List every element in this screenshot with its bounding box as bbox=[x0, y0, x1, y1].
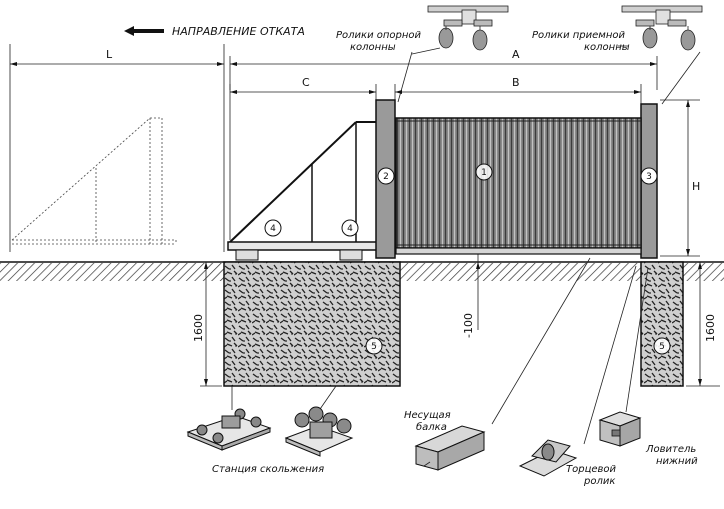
left-foundation bbox=[223, 261, 401, 387]
sliding-station-label: Станция скольжения bbox=[212, 464, 324, 475]
support-rollers-label-1: Ролики опорной bbox=[336, 30, 422, 41]
depth-right-label: 1600 bbox=[704, 314, 717, 342]
support-rollers-label-2: колонны bbox=[350, 42, 396, 53]
bearing-beam-illustration bbox=[414, 425, 486, 471]
svg-text:2: 2 bbox=[383, 172, 389, 182]
dimension-b-label: B bbox=[512, 76, 520, 89]
right-foundation bbox=[640, 261, 684, 387]
beam-leader bbox=[491, 257, 591, 425]
direction-arrow bbox=[124, 26, 164, 36]
gate-counterweight-frame bbox=[227, 121, 395, 251]
marker-3: 3 bbox=[640, 167, 658, 185]
depth-left-label: 1600 bbox=[192, 314, 205, 342]
depth-dimension-left bbox=[200, 261, 222, 387]
bearing-beam-label-2: балка bbox=[416, 421, 447, 433]
sliding-station-plate-illustration bbox=[186, 408, 272, 451]
sliding-station-rollers-illustration bbox=[284, 406, 354, 457]
support-rollers-leader bbox=[397, 51, 413, 103]
end-roller-illustration bbox=[518, 439, 578, 477]
dimension-h bbox=[660, 99, 700, 257]
receive-rollers-label-1: Ролики приемной bbox=[532, 30, 625, 41]
lower-catcher-label-1: Ловитель bbox=[645, 444, 696, 455]
receive-rollers-label-2: колонны bbox=[584, 42, 630, 53]
end-roller-leader bbox=[583, 265, 637, 445]
depth-dimension-mid bbox=[476, 252, 480, 330]
svg-text:4: 4 bbox=[270, 224, 276, 234]
receive-rollers-leader bbox=[661, 51, 701, 105]
open-position-outline bbox=[11, 117, 177, 245]
svg-text:5: 5 bbox=[659, 342, 665, 352]
gate-leaf bbox=[395, 117, 642, 249]
bearing-beam-label-1: Несущая bbox=[404, 410, 451, 421]
svg-text:4: 4 bbox=[347, 224, 353, 234]
lower-catcher-illustration bbox=[598, 411, 642, 447]
station-right bbox=[339, 249, 363, 261]
dimension-l bbox=[9, 44, 225, 252]
bearing-beam-strip bbox=[395, 247, 642, 255]
station-left bbox=[235, 249, 259, 261]
svg-text:3: 3 bbox=[646, 172, 652, 182]
support-rollers-illustration bbox=[427, 5, 509, 51]
marker-1: 1 bbox=[475, 163, 493, 181]
lower-catcher-label-2: нижний bbox=[656, 456, 698, 467]
svg-text:5: 5 bbox=[371, 342, 377, 352]
dimension-l-label: L bbox=[106, 48, 113, 61]
dimension-a-label: A bbox=[512, 48, 520, 61]
dimension-h-label: H bbox=[692, 180, 700, 193]
svg-text:1: 1 bbox=[481, 168, 487, 178]
depth-mid-label: -100 bbox=[462, 313, 475, 338]
marker-5a: 5 bbox=[365, 337, 383, 355]
marker-5b: 5 bbox=[653, 337, 671, 355]
catcher-leader bbox=[625, 267, 649, 413]
depth-dimension-right bbox=[686, 262, 720, 387]
dimension-c bbox=[229, 84, 377, 240]
receive-rollers-illustration bbox=[621, 5, 703, 51]
dimension-a bbox=[229, 56, 658, 90]
end-roller-label-1: Торцевой bbox=[566, 464, 617, 475]
station-leader-2 bbox=[317, 385, 337, 413]
marker-2: 2 bbox=[377, 167, 395, 185]
marker-4b: 4 bbox=[341, 219, 359, 237]
dimension-c-label: C bbox=[302, 76, 310, 89]
marker-4a: 4 bbox=[264, 219, 282, 237]
end-roller-label-2: ролик bbox=[583, 476, 615, 487]
direction-label: НАПРАВЛЕНИЕ ОТКАТА bbox=[172, 25, 305, 38]
